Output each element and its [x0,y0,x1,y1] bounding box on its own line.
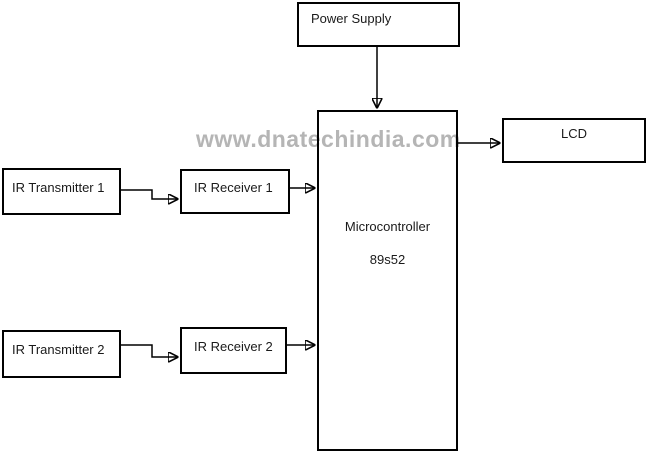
lcd-block: LCD [502,118,646,163]
microcontroller-model-label: 89s52 [369,252,406,267]
arrow-transmitter1-to-receiver1 [121,189,178,199]
ir-receiver-1-label: IR Receiver 1 [194,180,273,195]
ir-transmitter-2-block: IR Transmitter 2 [2,330,121,378]
ir-receiver-2-label: IR Receiver 2 [194,339,273,354]
ir-receiver-2-block: IR Receiver 2 [180,327,287,374]
ir-transmitter-2-label: IR Transmitter 2 [12,342,105,357]
ir-transmitter-1-label: IR Transmitter 1 [12,180,105,195]
microcontroller-block: Microcontroller 89s52 [317,110,458,451]
arrow-transmitter2-to-receiver2 [121,344,178,357]
ir-receiver-1-block: IR Receiver 1 [180,169,290,214]
power-supply-label: Power Supply [311,11,392,26]
ir-transmitter-1-block: IR Transmitter 1 [2,168,121,215]
watermark: www.dnatechindia.com [196,126,461,152]
lcd-label: LCD [560,126,587,141]
microcontroller-label: Microcontroller [344,219,431,234]
power-supply-block: Power Supply [297,2,460,47]
